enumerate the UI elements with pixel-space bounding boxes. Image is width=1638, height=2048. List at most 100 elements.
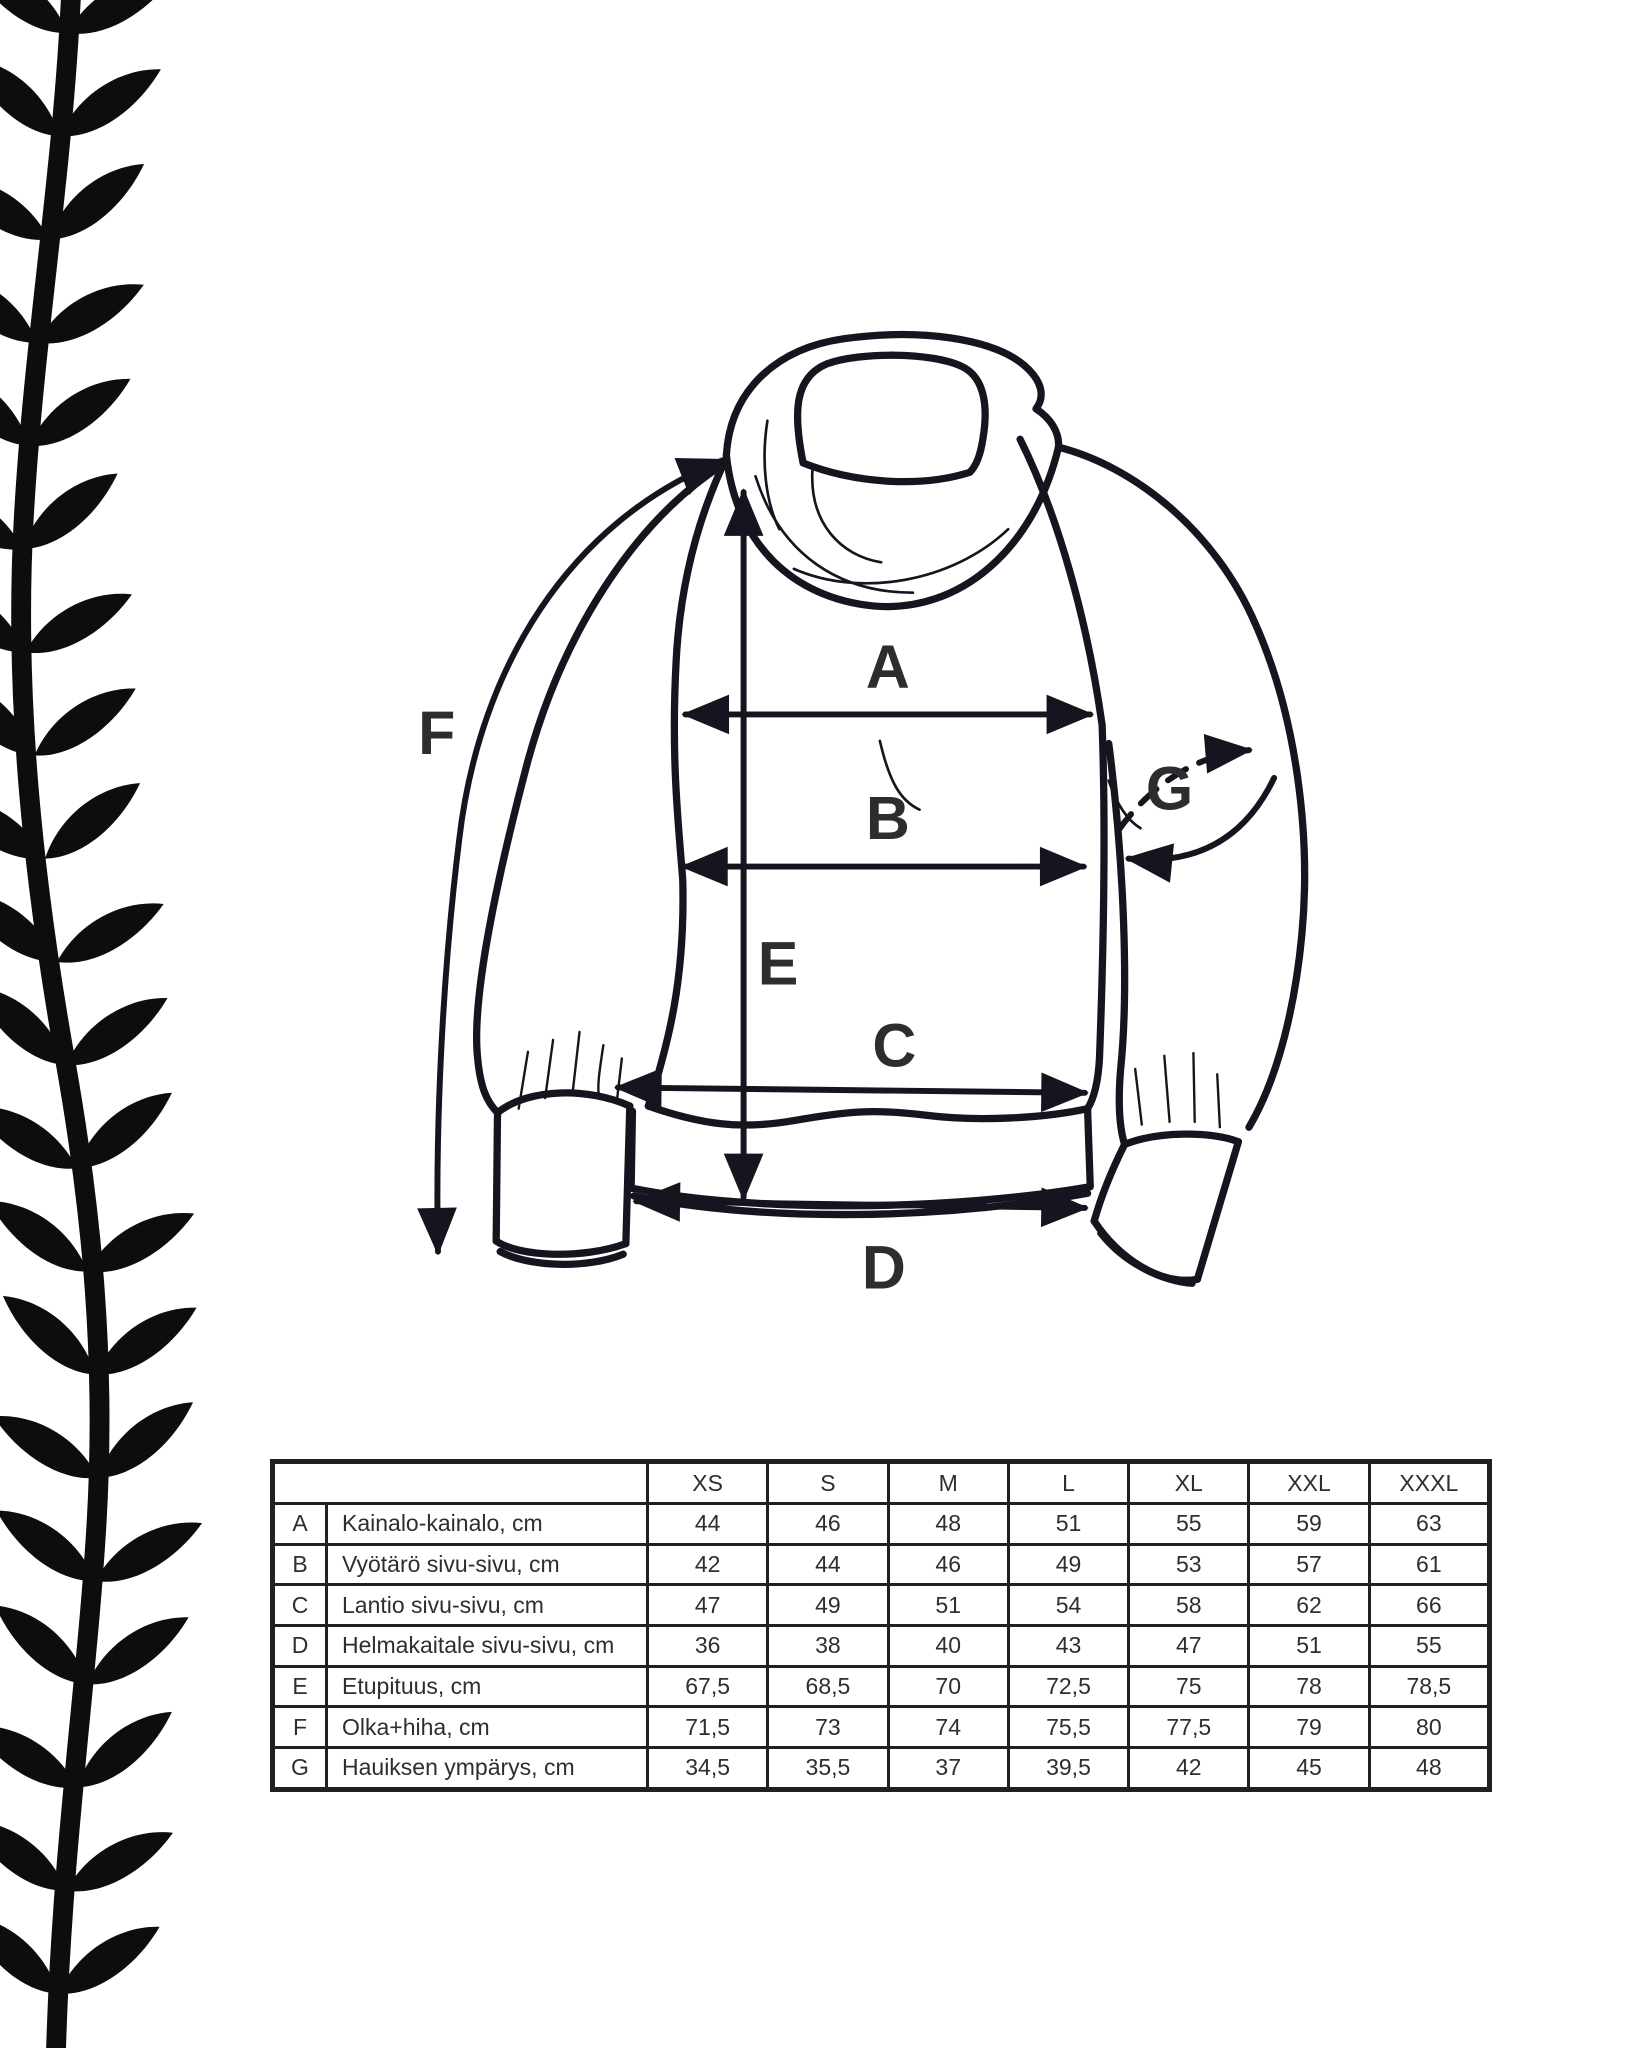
measurement-value: 58 — [1127, 1583, 1251, 1627]
leaf-vine-icon — [0, 0, 211, 2048]
cowl-collar — [722, 331, 1063, 611]
measurement-value: 42 — [1127, 1745, 1251, 1792]
measurement-value: 48 — [886, 1502, 1010, 1546]
table-row: D Helmakaitale sivu-sivu, cm 36 38 40 43… — [271, 1623, 1492, 1668]
row-letter: F — [271, 1705, 328, 1749]
measurement-value: 55 — [1367, 1623, 1492, 1668]
label-g: G — [1146, 755, 1193, 823]
measurement-name: Olka+hiha, cm — [325, 1705, 649, 1749]
corner-cell — [271, 1459, 649, 1506]
measurement-value: 75 — [1127, 1664, 1251, 1709]
row-letter: G — [271, 1745, 328, 1792]
measurement-value: 44 — [645, 1502, 770, 1546]
measurement-value: 49 — [766, 1583, 890, 1627]
row-letter: B — [271, 1542, 328, 1587]
measurement-value: 63 — [1367, 1502, 1492, 1546]
row-letter: D — [271, 1623, 328, 1668]
measurement-arrows — [417, 457, 1278, 1256]
measurement-value: 46 — [766, 1502, 890, 1546]
size-table: XS S M L XL XXL XXXL A Kainalo-kainalo, … — [270, 1459, 1492, 1792]
measurement-value: 51 — [886, 1583, 1010, 1627]
label-a: A — [866, 633, 910, 701]
row-letter: A — [271, 1502, 328, 1546]
measurement-value: 77,5 — [1127, 1705, 1251, 1749]
measurement-value: 73 — [766, 1705, 890, 1749]
table-row: E Etupituus, cm 67,5 68,5 70 72,5 75 78 … — [271, 1664, 1492, 1709]
label-c: C — [872, 1011, 916, 1079]
measurement-name: Lantio sivu-sivu, cm — [325, 1583, 649, 1627]
label-e: E — [758, 929, 799, 997]
measurement-labels: A B C D E F G — [418, 633, 1193, 1302]
measurement-value: 59 — [1247, 1502, 1371, 1546]
measurement-value: 78 — [1247, 1664, 1371, 1709]
measurement-value: 80 — [1367, 1705, 1492, 1749]
size-col-xs: XS — [645, 1459, 770, 1506]
measurement-value: 47 — [645, 1583, 770, 1627]
measurement-value: 38 — [766, 1623, 890, 1668]
measure-arrow-g-dashed — [1115, 734, 1253, 834]
measurement-value: 49 — [1006, 1542, 1131, 1587]
measurement-value: 72,5 — [1006, 1664, 1131, 1709]
size-col-xxl: XXL — [1247, 1459, 1371, 1506]
measurement-value: 47 — [1127, 1623, 1251, 1668]
label-d: D — [862, 1234, 906, 1302]
measurement-value: 70 — [886, 1664, 1010, 1709]
label-b: B — [866, 784, 910, 852]
size-col-s: S — [766, 1459, 890, 1506]
measurement-value: 34,5 — [645, 1745, 770, 1792]
measurement-value: 37 — [886, 1745, 1010, 1792]
table-row: B Vyötärö sivu-sivu, cm 42 44 46 49 53 5… — [271, 1542, 1492, 1587]
measurement-value: 67,5 — [645, 1664, 770, 1709]
measurement-value: 45 — [1247, 1745, 1371, 1792]
measurement-value: 66 — [1367, 1583, 1492, 1627]
measurement-name: Vyötärö sivu-sivu, cm — [325, 1542, 649, 1587]
row-letter: E — [271, 1664, 328, 1709]
vine-leaves — [0, 0, 211, 1999]
measurement-name: Etupituus, cm — [325, 1664, 649, 1709]
measurement-value: 55 — [1127, 1502, 1251, 1546]
measurement-value: 71,5 — [645, 1705, 770, 1749]
table-row: A Kainalo-kainalo, cm 44 46 48 51 55 59 … — [271, 1502, 1492, 1546]
measurement-value: 78,5 — [1367, 1664, 1492, 1709]
measurement-value: 40 — [886, 1623, 1010, 1668]
measurement-name: Kainalo-kainalo, cm — [325, 1502, 649, 1546]
measure-arrow-g-solid — [1124, 774, 1278, 883]
hoodie-drawing: A B C D E F G — [417, 331, 1309, 1302]
measurement-value: 74 — [886, 1705, 1010, 1749]
measurement-value: 61 — [1367, 1542, 1492, 1587]
measurement-name: Hauiksen ympärys, cm — [325, 1745, 649, 1792]
measurement-value: 51 — [1006, 1502, 1131, 1546]
measurement-value: 48 — [1367, 1745, 1492, 1792]
row-letter: C — [271, 1583, 328, 1627]
right-sleeve — [1054, 443, 1309, 1287]
measurement-value: 39,5 — [1006, 1745, 1131, 1792]
measure-arrow-c — [613, 1068, 1089, 1113]
table-row: F Olka+hiha, cm 71,5 73 74 75,5 77,5 79 … — [271, 1705, 1492, 1749]
size-col-xxxl: XXXL — [1367, 1459, 1492, 1506]
measurement-value: 79 — [1247, 1705, 1371, 1749]
size-col-l: L — [1006, 1459, 1131, 1506]
size-header-row: XS S M L XL XXL XXXL — [271, 1459, 1492, 1506]
label-f: F — [418, 699, 455, 767]
size-col-m: M — [886, 1459, 1010, 1506]
measurement-value: 43 — [1006, 1623, 1131, 1668]
hem-band — [627, 1105, 1094, 1219]
measurement-value: 46 — [886, 1542, 1010, 1587]
measurement-value: 53 — [1127, 1542, 1251, 1587]
measurement-name: Helmakaitale sivu-sivu, cm — [325, 1623, 649, 1668]
measurement-value: 51 — [1247, 1623, 1371, 1668]
measure-arrow-f — [417, 457, 727, 1256]
measurement-value: 54 — [1006, 1583, 1131, 1627]
measurement-value: 75,5 — [1006, 1705, 1131, 1749]
measurement-value: 44 — [766, 1542, 890, 1587]
measurement-value: 36 — [645, 1623, 770, 1668]
measurement-value: 42 — [645, 1542, 770, 1587]
measurement-value: 57 — [1247, 1542, 1371, 1587]
size-col-xl: XL — [1127, 1459, 1251, 1506]
measurement-value: 68,5 — [766, 1664, 890, 1709]
vine-stem — [11, 0, 110, 2048]
measurement-value: 35,5 — [766, 1745, 890, 1792]
table-row: C Lantio sivu-sivu, cm 47 49 51 54 58 62… — [271, 1583, 1492, 1627]
